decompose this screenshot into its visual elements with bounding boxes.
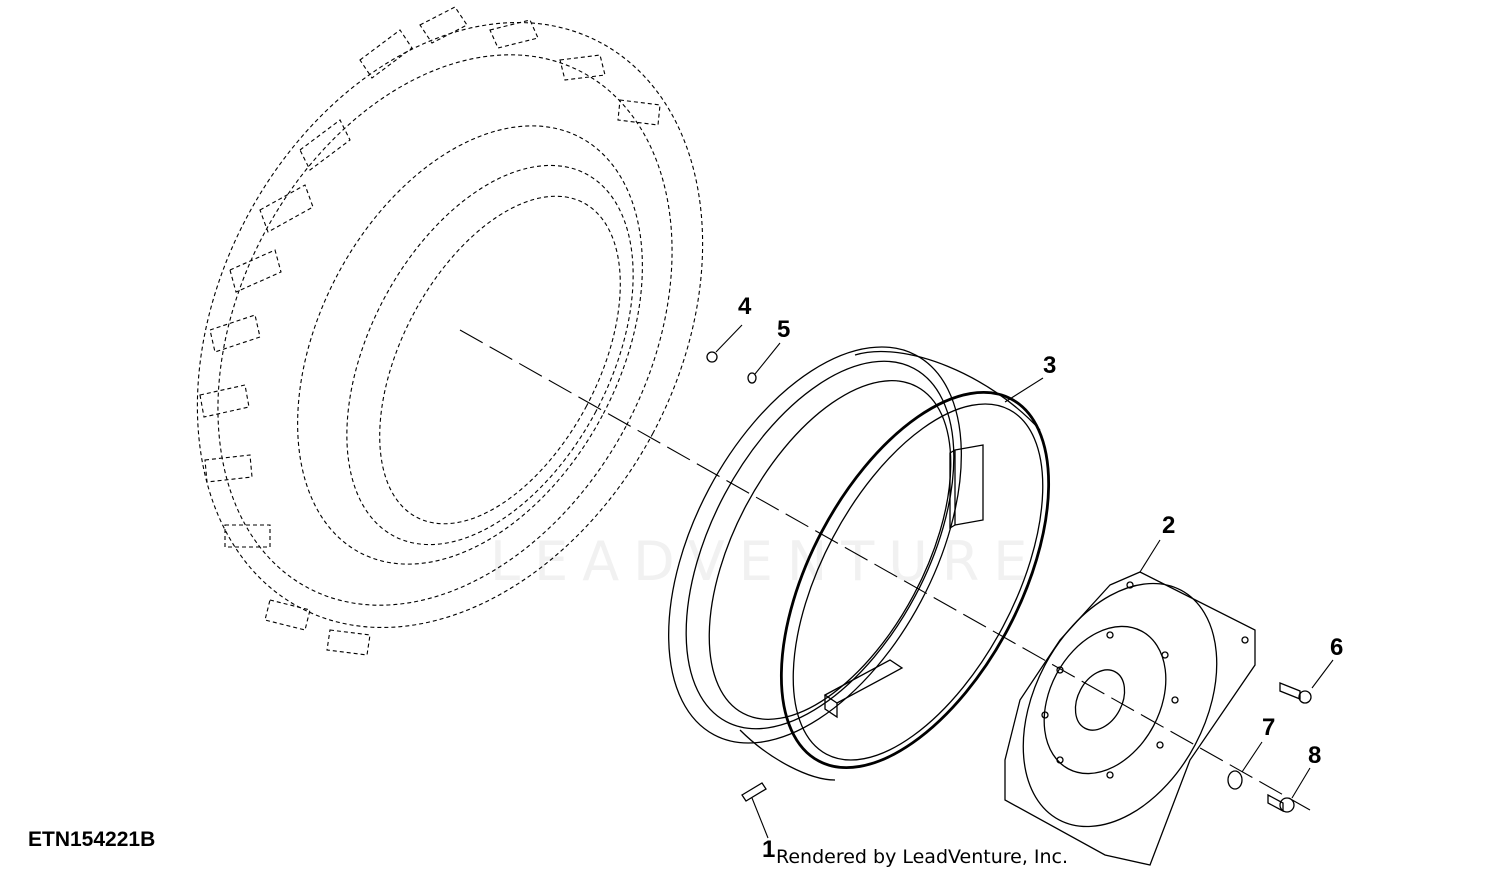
hardware-parts — [706, 351, 1312, 813]
callout-8: 8 — [1308, 742, 1322, 769]
wheel-rim — [668, 346, 1051, 781]
watermark-text: LEADVENTURE — [490, 530, 1042, 593]
disc-bolt-holes — [1041, 581, 1249, 779]
callout-2: 2 — [1162, 512, 1176, 539]
callout-5: 5 — [777, 316, 791, 343]
callout-4: 4 — [738, 293, 752, 320]
callout-6: 6 — [1330, 634, 1344, 661]
callout-1: 1 — [762, 836, 776, 863]
diagram-part-code: ETN154221B — [28, 828, 156, 851]
center-disc — [1004, 571, 1256, 866]
leader-lines — [715, 324, 1334, 839]
callout-3: 3 — [1043, 352, 1057, 379]
tire-outline — [196, 6, 704, 656]
assembly-centerline — [459, 329, 1311, 811]
callout-7: 7 — [1262, 714, 1276, 741]
rendered-by-credit: Rendered by LeadVenture, Inc. — [776, 846, 1069, 868]
